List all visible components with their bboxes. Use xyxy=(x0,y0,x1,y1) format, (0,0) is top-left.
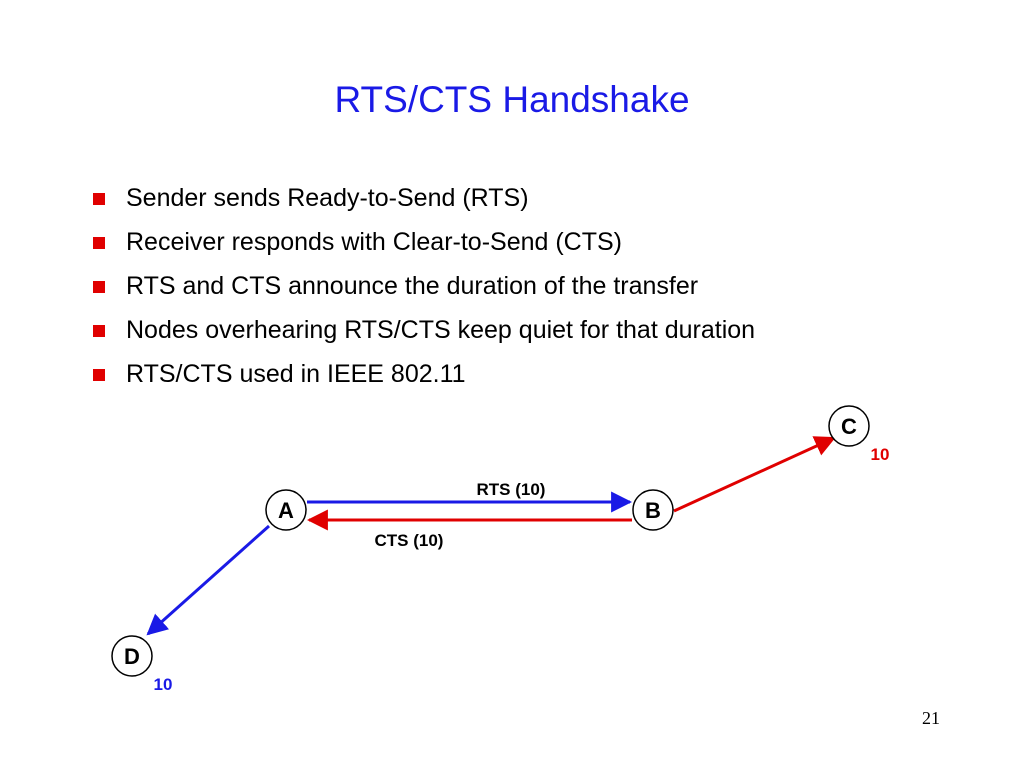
node-b: B xyxy=(632,489,674,531)
square-bullet-icon xyxy=(93,281,105,293)
cts-label: CTS (10) xyxy=(375,531,444,550)
bullet-text: Receiver responds with Clear-to-Send (CT… xyxy=(126,228,623,256)
bullet-item: Nodes overhearing RTS/CTS keep quiet for… xyxy=(93,308,755,352)
bullet-item: Receiver responds with Clear-to-Send (CT… xyxy=(93,220,755,264)
rts-arrow-a-to-d xyxy=(146,524,270,636)
node-d: D xyxy=(111,635,153,677)
bullet-text: RTS and CTS announce the duration of the… xyxy=(126,272,699,300)
cts-arrow-b-to-c xyxy=(673,436,836,513)
page-number: 21 xyxy=(922,708,940,728)
bullet-item: Sender sends Ready-to-Send (RTS) xyxy=(93,176,755,220)
node-a-circle xyxy=(265,489,307,531)
rts-label: RTS (10) xyxy=(477,480,546,499)
node-d-circle xyxy=(111,635,153,677)
node-a-label: A xyxy=(278,498,294,523)
node-b-label: B xyxy=(645,498,661,523)
node-a: A xyxy=(265,489,307,531)
square-bullet-icon xyxy=(93,369,105,381)
node-d-label: D xyxy=(124,644,140,669)
node-c-circle xyxy=(828,405,870,447)
bullet-text: Sender sends Ready-to-Send (RTS) xyxy=(126,184,529,212)
bullet-list: Sender sends Ready-to-Send (RTS) Receive… xyxy=(93,176,755,396)
square-bullet-icon xyxy=(93,325,105,337)
bullet-item: RTS and CTS announce the duration of the… xyxy=(93,264,755,308)
node-c: C xyxy=(828,405,870,447)
node-b-circle xyxy=(632,489,674,531)
duration-label-d: 10 xyxy=(154,675,173,694)
node-c-label: C xyxy=(841,414,857,439)
slide-title: RTS/CTS Handshake xyxy=(334,79,690,120)
bullet-item: RTS/CTS used in IEEE 802.11 xyxy=(93,352,755,396)
bullet-text: RTS/CTS used in IEEE 802.11 xyxy=(126,360,466,388)
bullet-text: Nodes overhearing RTS/CTS keep quiet for… xyxy=(126,316,756,344)
square-bullet-icon xyxy=(93,193,105,205)
duration-label-c: 10 xyxy=(871,445,890,464)
square-bullet-icon xyxy=(93,237,105,249)
